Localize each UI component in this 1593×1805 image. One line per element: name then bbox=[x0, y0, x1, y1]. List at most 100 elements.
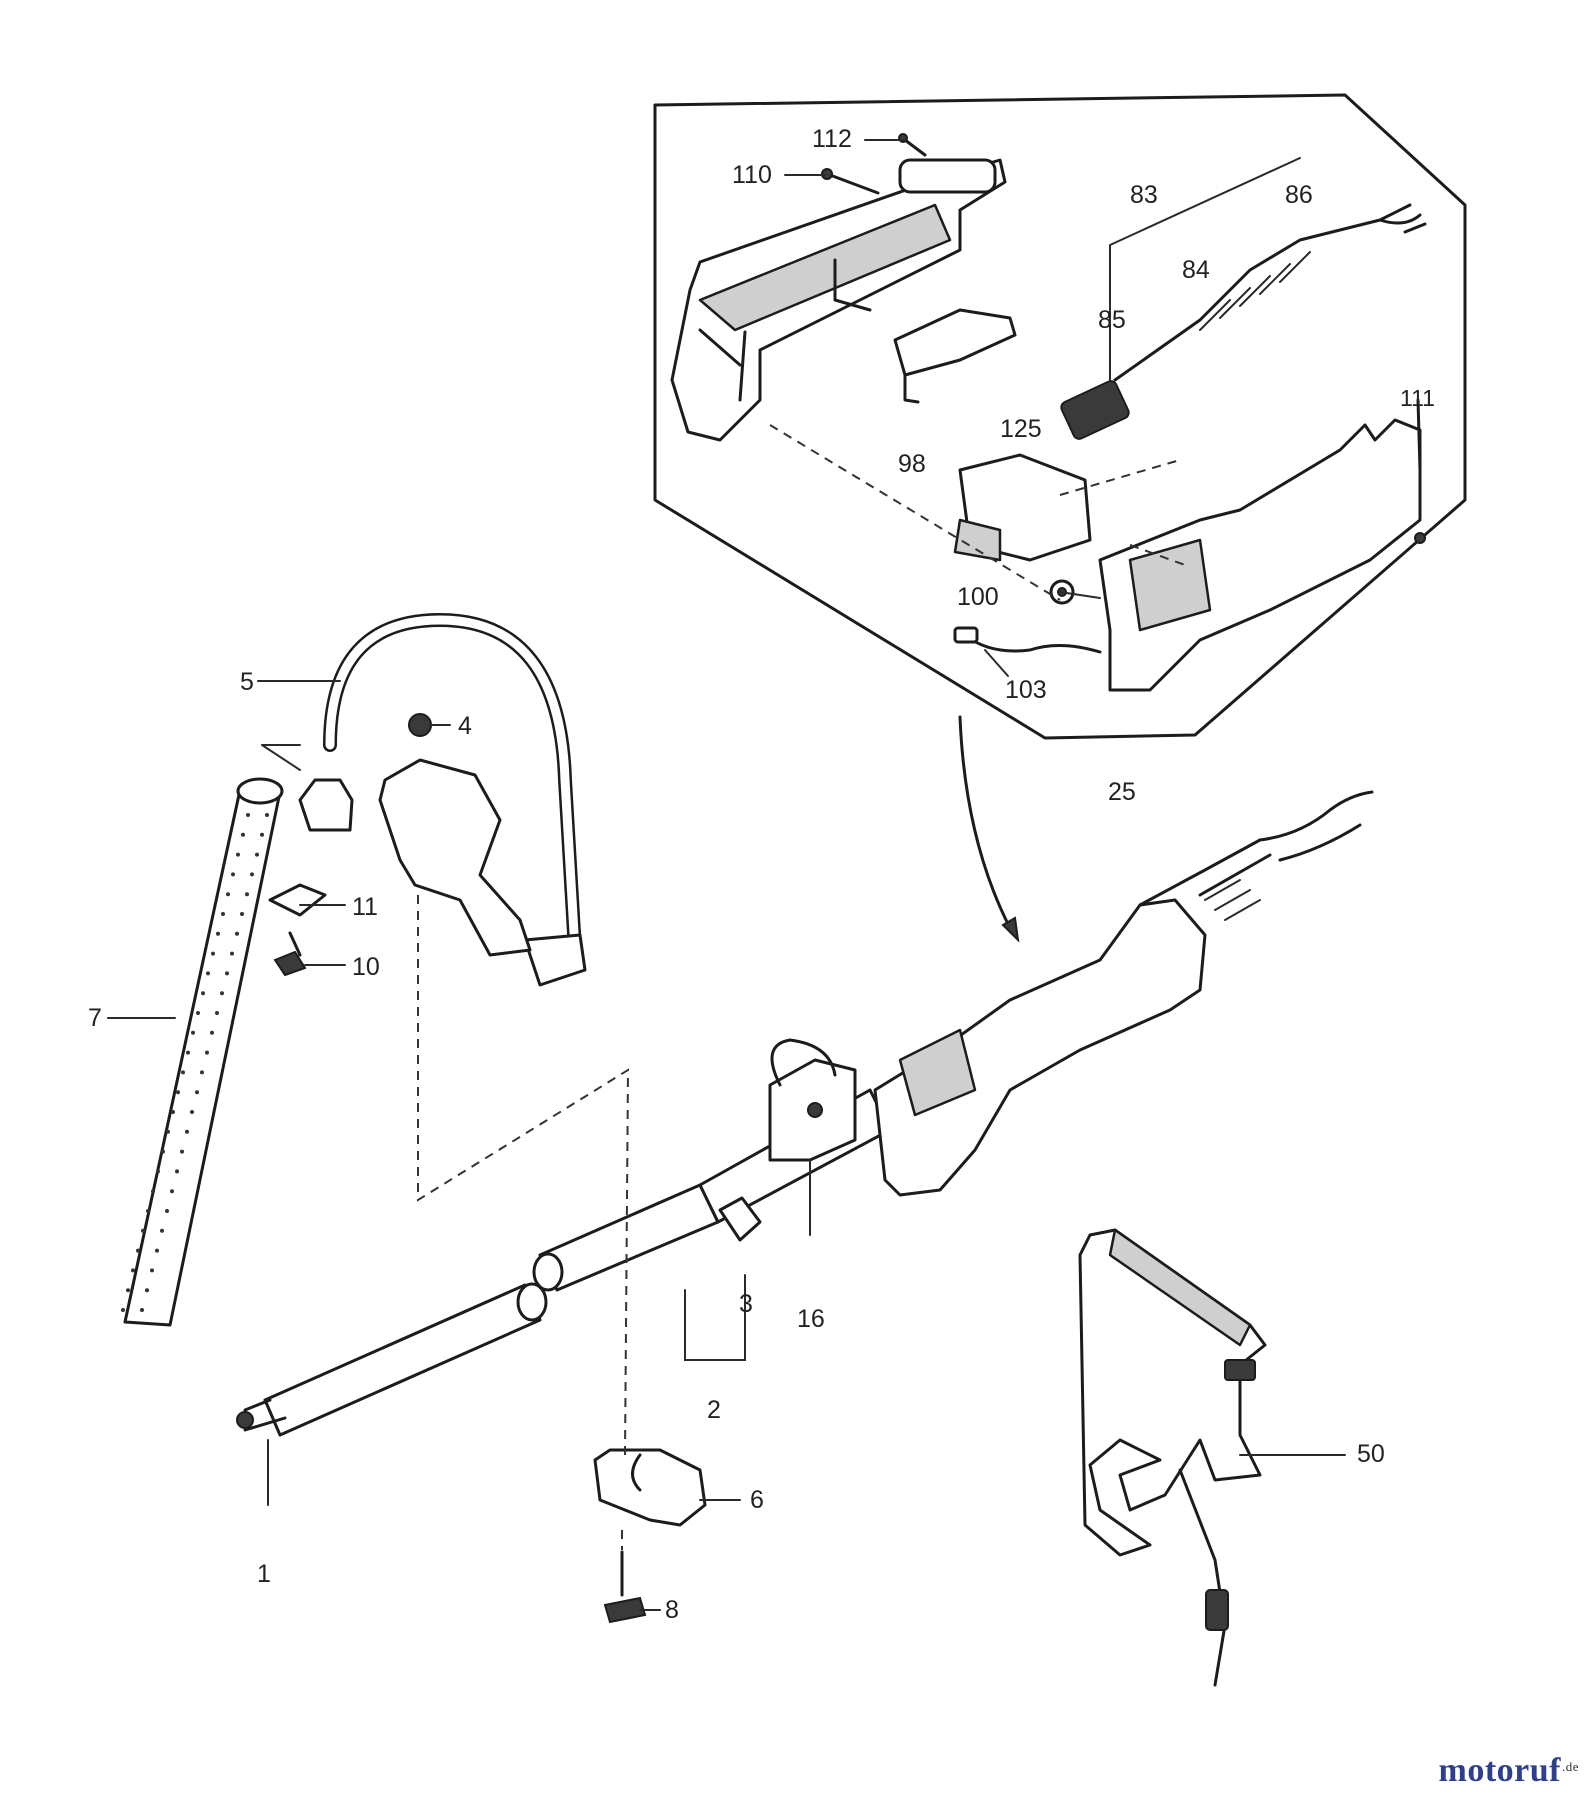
part-label-86: 86 bbox=[1285, 181, 1313, 209]
grip-texture-dot bbox=[155, 1248, 159, 1253]
grip-texture-dot bbox=[185, 1129, 189, 1134]
washer-11 bbox=[268, 883, 327, 917]
grip-texture-dot bbox=[246, 813, 250, 817]
grip-texture-dot bbox=[205, 1050, 209, 1055]
grip-texture-dot bbox=[156, 1169, 160, 1174]
grip-texture-dot bbox=[131, 1268, 135, 1273]
grip-texture-dot bbox=[166, 1129, 170, 1134]
grip-texture-dot bbox=[175, 1169, 179, 1174]
part-label-16: 16 bbox=[797, 1305, 825, 1333]
ground-wire-103 bbox=[953, 626, 1102, 654]
grip-texture-dot bbox=[206, 971, 210, 976]
part-label-111: 111 bbox=[1400, 385, 1435, 411]
grip-texture-dot bbox=[210, 1030, 214, 1035]
shoulder-harness bbox=[1078, 1228, 1267, 1687]
watermark-tld: .de bbox=[1561, 1759, 1579, 1774]
grip-texture-dot bbox=[165, 1209, 169, 1213]
part-label-112: 112 bbox=[812, 125, 852, 153]
grip-texture-dot bbox=[240, 912, 244, 916]
part-label-125: 125 bbox=[1000, 415, 1042, 443]
grip-texture-dot bbox=[141, 1228, 145, 1233]
grip-texture-dot bbox=[265, 813, 269, 817]
grip-texture-dot bbox=[211, 951, 215, 956]
part-label-11: 11 bbox=[352, 893, 378, 921]
part-label-2: 2 bbox=[707, 1396, 721, 1424]
drive-shaft-end bbox=[236, 1398, 287, 1506]
grip-texture-dot bbox=[146, 1209, 150, 1213]
grip-texture-dot bbox=[231, 872, 235, 877]
grip-texture-dot bbox=[216, 931, 220, 936]
handle-bracket bbox=[298, 713, 532, 957]
part-label-1: 1 bbox=[257, 1560, 271, 1588]
clamp-3 bbox=[718, 1196, 762, 1242]
grip-texture-dot bbox=[241, 832, 245, 837]
loop-handle bbox=[323, 613, 587, 987]
grip-texture-dot bbox=[150, 1268, 154, 1273]
part-label-7: 7 bbox=[88, 1004, 102, 1032]
part-label-10: 10 bbox=[352, 953, 380, 981]
control-handle bbox=[873, 790, 1374, 1197]
grip-texture-dot bbox=[145, 1288, 149, 1293]
screw-112 bbox=[898, 133, 927, 157]
grip-texture-dot bbox=[260, 832, 264, 837]
grip-texture-dot bbox=[180, 1149, 184, 1154]
grip-texture-dot bbox=[226, 892, 230, 897]
part-label-103: 103 bbox=[1005, 676, 1047, 704]
grip-texture-dot bbox=[195, 1090, 199, 1095]
watermark-logo: motoruf.de bbox=[1439, 1752, 1580, 1790]
part-label-110: 110 bbox=[732, 161, 772, 189]
stop-switch bbox=[953, 453, 1092, 562]
grip-texture-dot bbox=[235, 931, 239, 936]
part-label-98: 98 bbox=[898, 450, 926, 478]
screw-10 bbox=[273, 931, 307, 977]
grip-texture-dot bbox=[171, 1110, 175, 1114]
grip-texture-dot bbox=[176, 1090, 180, 1095]
grip-texture-dot bbox=[221, 912, 225, 916]
part-label-50: 50 bbox=[1357, 1440, 1385, 1468]
leader-lines bbox=[107, 139, 1346, 1611]
part-label-8: 8 bbox=[665, 1596, 679, 1624]
part-label-5: 5 bbox=[240, 668, 254, 696]
watermark-text: motoruf bbox=[1438, 1752, 1561, 1789]
grip-texture-dot bbox=[126, 1288, 130, 1293]
grip-texture-dot bbox=[201, 991, 205, 996]
grip-texture-dot bbox=[190, 1110, 194, 1114]
part-label-6: 6 bbox=[750, 1486, 764, 1514]
part-label-3: 3 bbox=[739, 1290, 753, 1318]
throttle-trigger bbox=[893, 308, 1017, 404]
upper-handle-housing bbox=[670, 158, 1007, 442]
grip-texture-dot bbox=[245, 892, 249, 897]
grip-texture-dot bbox=[191, 1030, 195, 1035]
lower-handle-housing bbox=[1098, 398, 1426, 692]
grip-texture-dot bbox=[161, 1149, 165, 1154]
shoulder-hanger bbox=[768, 1038, 857, 1162]
grip-texture-dot bbox=[215, 1011, 219, 1015]
grip-texture-dot bbox=[136, 1248, 140, 1253]
grip-texture-dot bbox=[220, 991, 224, 996]
grip-texture-dot bbox=[151, 1189, 155, 1194]
grip-texture-dot bbox=[121, 1308, 125, 1312]
grip-texture-dot bbox=[140, 1308, 144, 1312]
screw-110 bbox=[821, 168, 880, 195]
part-label-4: 4 bbox=[458, 712, 472, 740]
inset-frame bbox=[653, 93, 1467, 740]
grip-texture-dot bbox=[196, 1011, 200, 1015]
grip-texture-dot bbox=[170, 1189, 174, 1194]
grip-texture-dot bbox=[230, 951, 234, 956]
grip-tube bbox=[121, 777, 284, 1327]
part-label-84: 84 bbox=[1182, 256, 1210, 284]
grip-texture-dot bbox=[236, 852, 240, 857]
grip-texture-dot bbox=[250, 872, 254, 877]
grip-texture-dot bbox=[225, 971, 229, 976]
grip-texture-dot bbox=[160, 1228, 164, 1233]
part-label-83: 83 bbox=[1130, 181, 1158, 209]
part-label-25: 25 bbox=[1108, 778, 1136, 806]
part-label-100: 100 bbox=[957, 583, 999, 611]
throttle-cable-assembly bbox=[1060, 157, 1427, 440]
grip-texture-dot bbox=[200, 1070, 204, 1075]
clamp-6 bbox=[593, 1448, 707, 1527]
part-label-85: 85 bbox=[1098, 306, 1126, 334]
grip-texture-dot bbox=[181, 1070, 185, 1075]
